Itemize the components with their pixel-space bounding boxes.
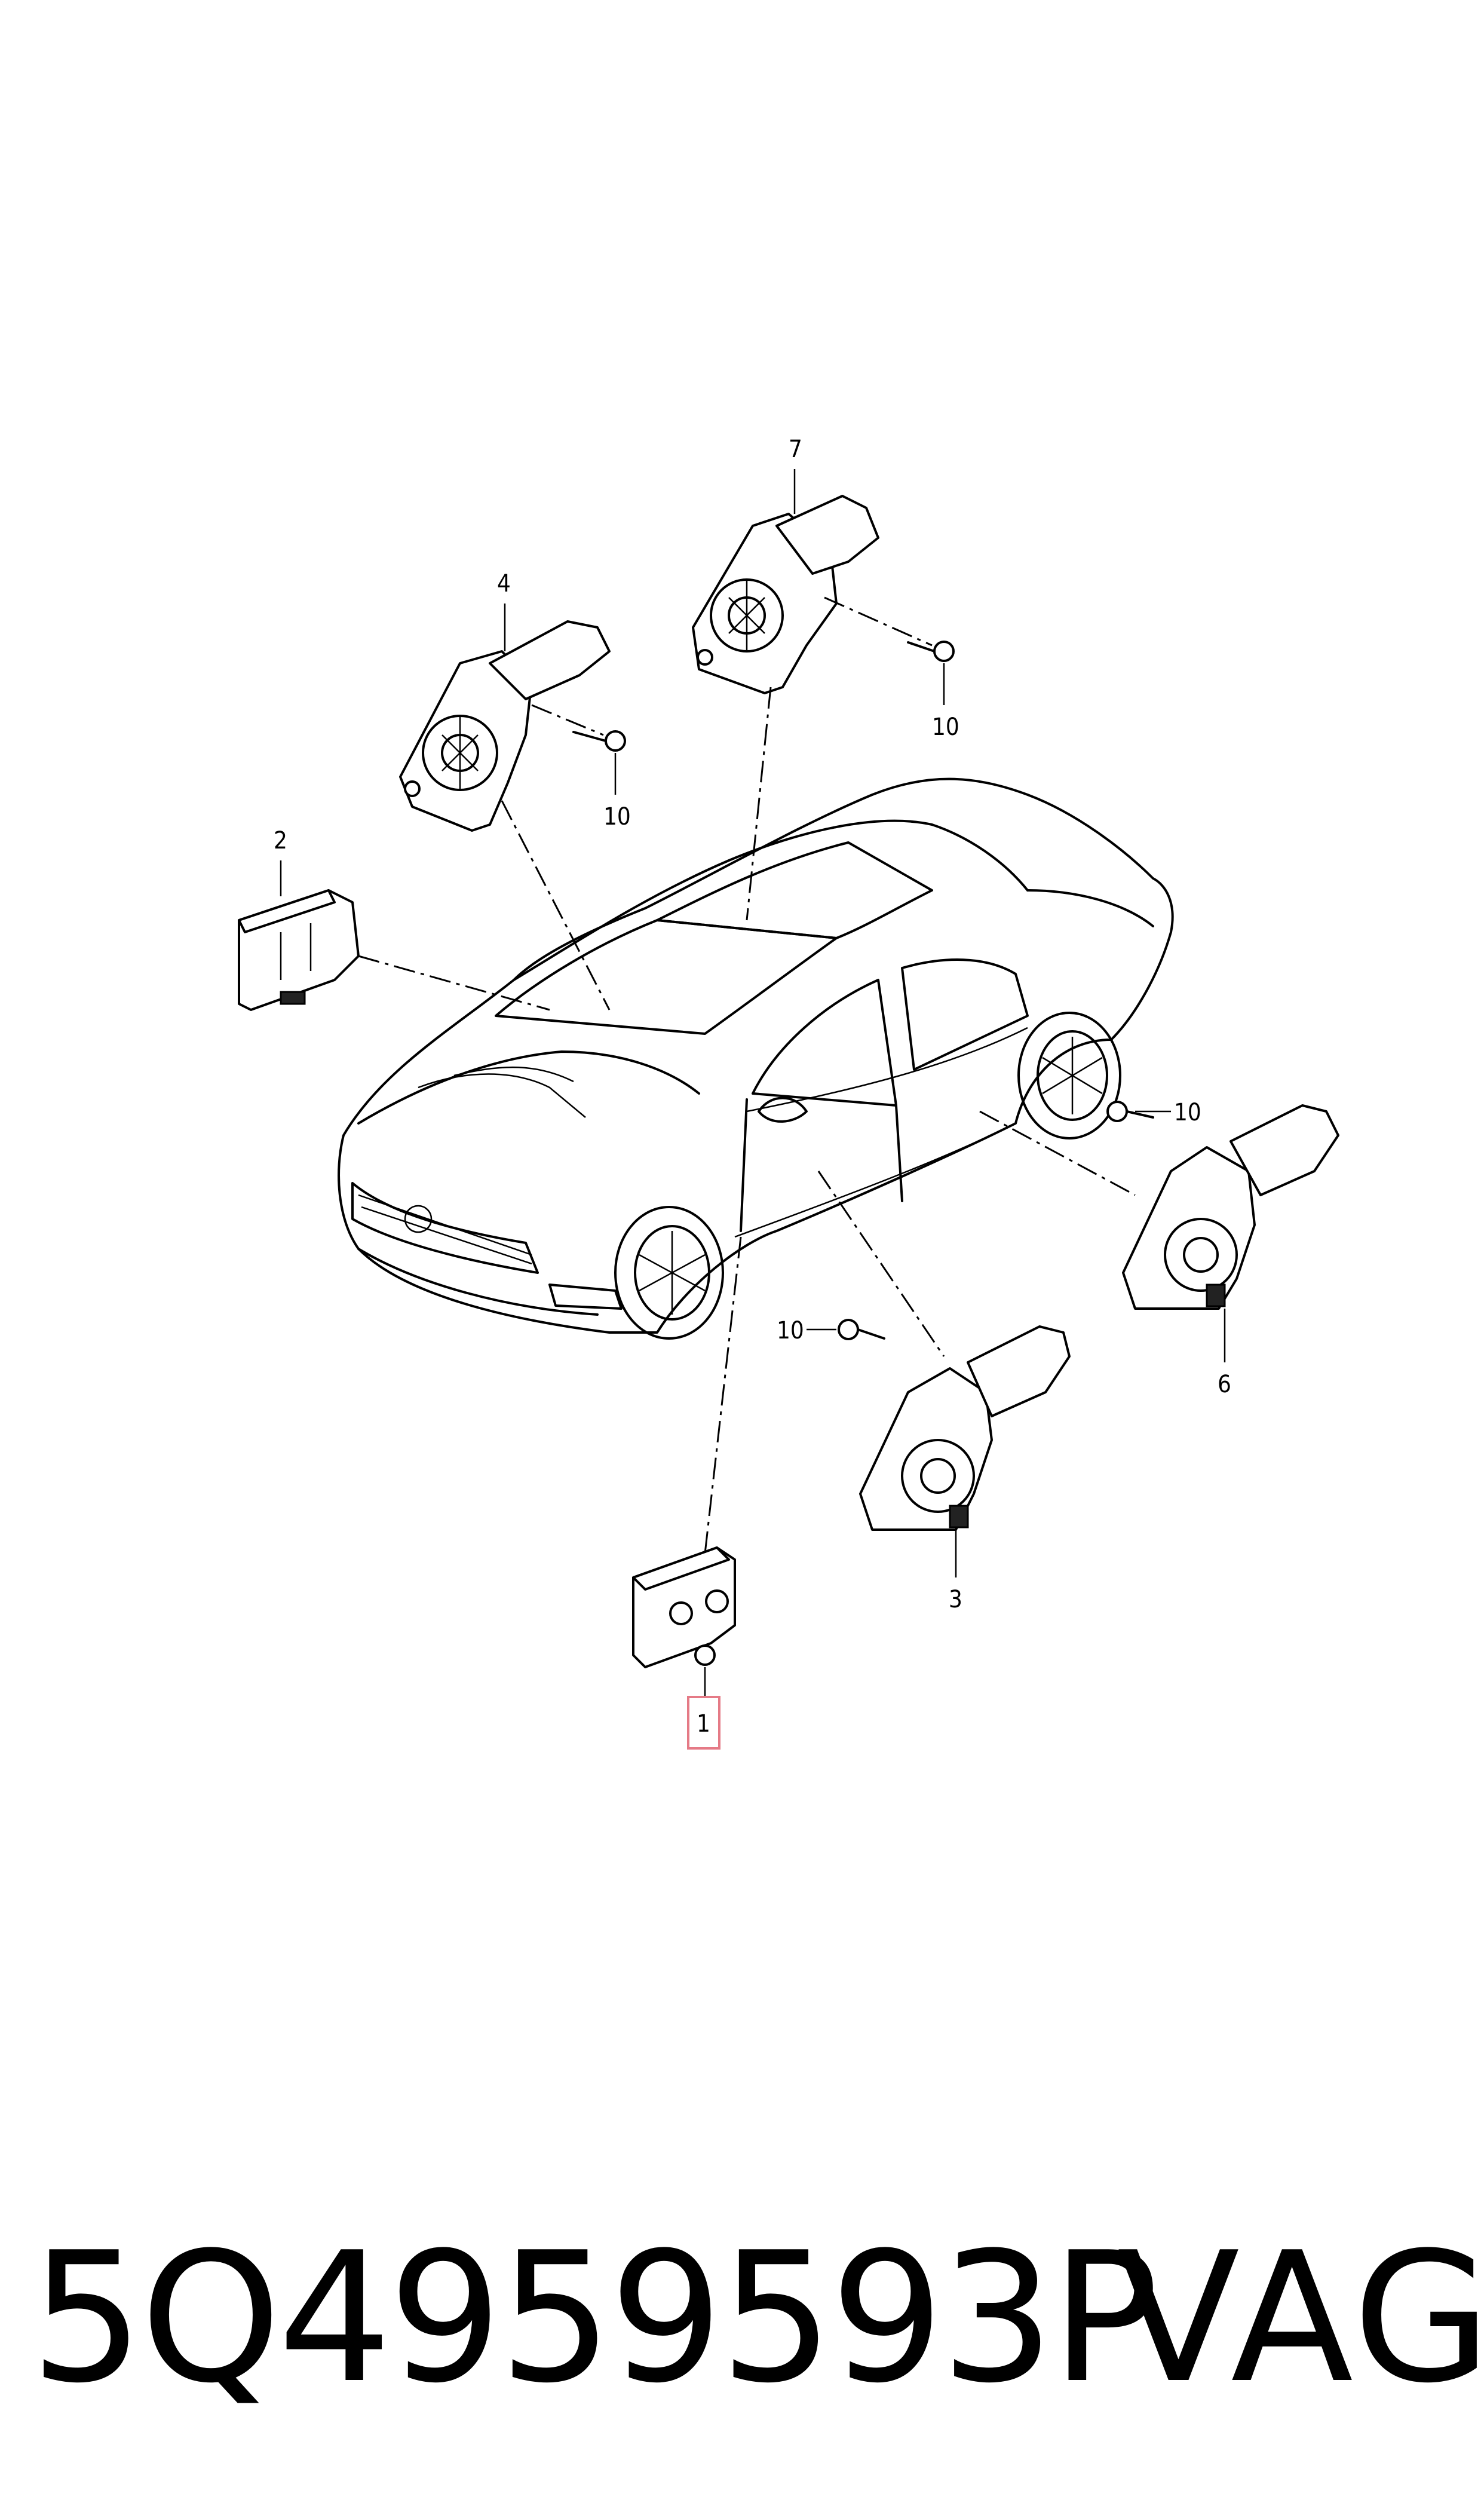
callout-4: 4 xyxy=(497,570,511,598)
callout-10-a: 10 xyxy=(603,803,631,831)
callout-7: 7 xyxy=(789,436,802,463)
window-motor-7 xyxy=(692,495,879,694)
callout-leaders xyxy=(280,469,1226,1697)
highlight-box xyxy=(687,1696,720,1750)
screw-10a xyxy=(572,730,626,752)
screw-10b xyxy=(907,641,955,662)
window-motor-4 xyxy=(399,620,611,832)
brand-label: VAG xyxy=(1117,2214,1484,2422)
callout-6: 6 xyxy=(1218,1371,1231,1398)
callout-3: 3 xyxy=(949,1586,962,1613)
callout-2: 2 xyxy=(274,827,287,854)
car-illustration xyxy=(338,777,1174,1340)
screw-10d xyxy=(838,1319,885,1340)
callout-10-b: 10 xyxy=(932,713,959,741)
leader-lines xyxy=(358,596,1136,1554)
sensor-1 xyxy=(632,1546,736,1668)
window-motor-6 xyxy=(1122,1104,1339,1310)
window-motor-3 xyxy=(859,1325,1071,1531)
screw-10c xyxy=(1106,1101,1154,1122)
callout-1: 1 xyxy=(697,1710,710,1738)
callout-10-d: 10 xyxy=(777,1317,804,1344)
control-unit-2 xyxy=(238,889,360,1011)
callout-10-c: 10 xyxy=(1174,1099,1201,1126)
part-number: 5Q4959593P xyxy=(30,2214,1159,2422)
